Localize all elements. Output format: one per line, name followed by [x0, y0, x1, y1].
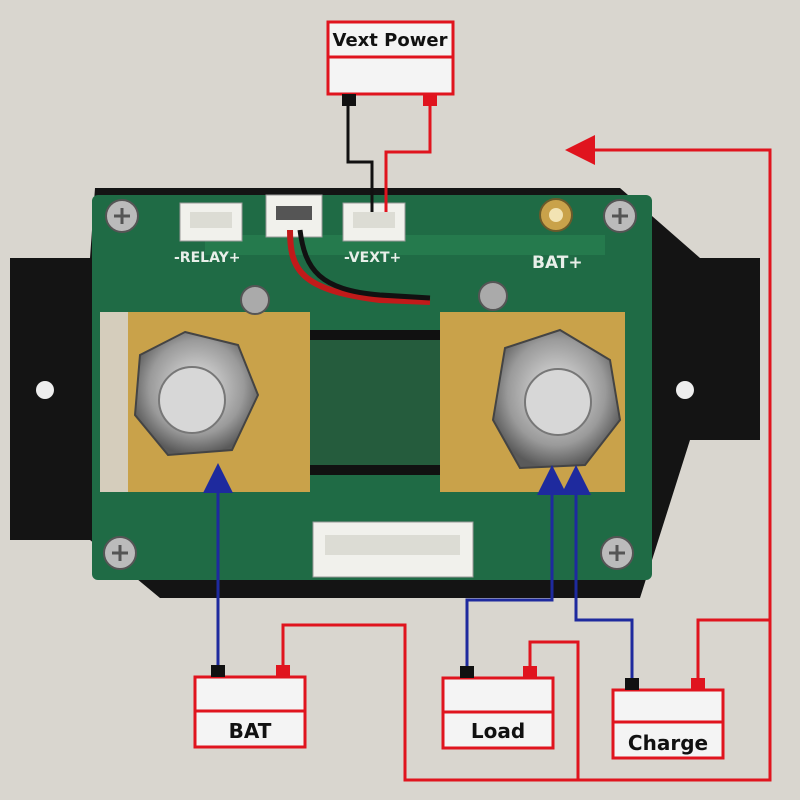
- bat-plus-stud-icon: [539, 198, 573, 232]
- charge-terminal-negative: [625, 678, 639, 690]
- sense-wire-red: [287, 229, 431, 305]
- bat-terminal-negative: [211, 665, 225, 677]
- vext-power-label: Vext Power: [333, 30, 448, 51]
- vext-terminal-positive: [423, 94, 437, 106]
- wire-load-negative: [465, 465, 567, 668]
- pcb-label-bat-plus: BAT+: [532, 253, 583, 273]
- left-bolt-icon: [133, 330, 260, 457]
- bat-box: BAT: [193, 665, 307, 749]
- wire-charge-negative: [561, 465, 634, 680]
- pcb-screw-icon: [603, 199, 637, 233]
- pcb-label-vext: -VEXT+: [344, 250, 401, 266]
- wire-load-positive: [528, 640, 580, 780]
- mount-hole-left: [36, 381, 54, 399]
- pcb-screw-icon: [600, 536, 634, 570]
- mount-hole-right: [676, 381, 694, 399]
- bat-label: BAT: [229, 719, 272, 743]
- wire-bat-positive: [281, 135, 772, 782]
- charge-box: Charge: [611, 678, 725, 760]
- wire-charge-positive: [696, 618, 770, 680]
- pcb-label-relay: -RELAY+: [174, 250, 240, 266]
- vext-power-box: Vext Power: [326, 20, 455, 106]
- sense-wire-black: [297, 229, 431, 301]
- vext-connector: [342, 202, 406, 242]
- bat-terminal-positive: [276, 665, 290, 677]
- charge-terminal-positive: [691, 678, 705, 690]
- load-terminal-negative: [460, 666, 474, 678]
- vext-terminal-negative: [342, 94, 356, 106]
- pcb-screw-icon: [103, 536, 137, 570]
- charge-label: Charge: [628, 731, 708, 755]
- load-label: Load: [471, 719, 525, 743]
- middle-connector: [265, 194, 323, 238]
- load-box: Load: [441, 666, 555, 750]
- relay-connector: [179, 202, 243, 242]
- load-terminal-positive: [523, 666, 537, 678]
- wire-vext-black: [346, 100, 374, 212]
- wire-vext-red: [384, 100, 432, 212]
- pcb-screw-icon: [105, 199, 139, 233]
- bottom-connector: [312, 521, 474, 578]
